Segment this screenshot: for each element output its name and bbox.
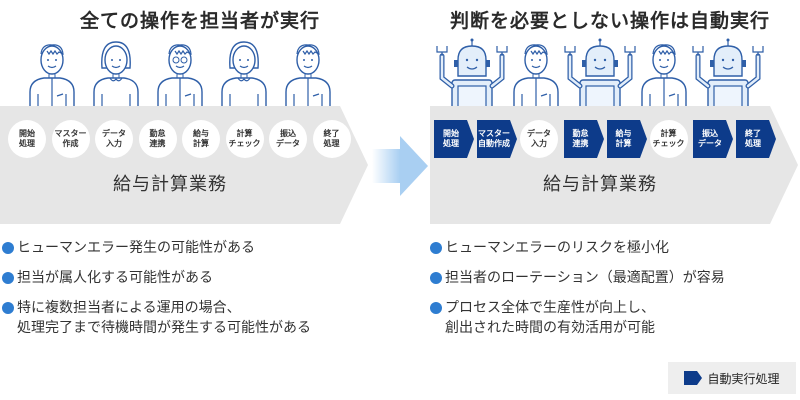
right-band-label: 給与計算業務 (543, 174, 657, 195)
process-step-label: データ 入力 (102, 129, 126, 148)
process-step-label: 振込 データ (698, 129, 722, 148)
process-step-label: 振込 データ (276, 129, 300, 148)
left-process-band: 開始 処理 マスター 作成データ 入力 勤怠 連携 給与 計算 計算 チェック振込 デー… (0, 106, 370, 224)
right-panel-title: 判断を必要としない操作は自動実行 (449, 10, 770, 32)
process-step: 計算 チェック (225, 120, 264, 158)
navy-chevron-icon (684, 371, 703, 385)
process-step-label: 計算 チェック (652, 129, 685, 148)
person-man-icon (641, 44, 687, 108)
process-step: 計算 チェック (649, 120, 688, 158)
process-step: 勤怠 連携 (563, 120, 604, 158)
right-figures (436, 38, 764, 108)
person-woman-icon (93, 41, 139, 108)
process-step: データ 入力 (95, 120, 133, 158)
bullet-dot-icon (430, 242, 442, 254)
bullet-text: 特に複数担当者による運用の場合、 処理完了まで待機時間が発生する可能性がある (17, 300, 311, 336)
process-step-label: 計算 チェック (228, 129, 261, 148)
process-step-label: 給与 計算 (615, 129, 632, 148)
legend: 自動実行処理 (668, 362, 796, 394)
process-step: 終了 処理 (312, 120, 351, 158)
process-step: 開始 処理 (434, 120, 474, 158)
bullet-item: 特に複数担当者による運用の場合、 処理完了まで待機時間が発生する可能性がある (2, 298, 311, 338)
right-bullets: ヒューマンエラーのリスクを極小化担当者のローテーション（最適配置）が容易プロセス… (430, 238, 725, 348)
process-step: 開始 処理 (8, 120, 46, 158)
bullet-item: ヒューマンエラーのリスクを極小化 (430, 238, 725, 258)
bullet-text: プロセス全体で生産性が向上し、 創出された時間の有効活用が可能 (445, 300, 655, 336)
process-step: マスター 自動作成 (477, 120, 517, 158)
person-man-icon (29, 44, 75, 108)
bullet-text: 担当者のローテーション（最適配置）が容易 (445, 270, 725, 286)
process-step: 給与 計算 (182, 120, 220, 158)
transition-arrow-icon (372, 136, 428, 196)
left-bullets: ヒューマンエラー発生の可能性がある担当が属人化する可能性がある特に複数担当者によ… (2, 238, 311, 348)
process-step: 振込 データ (693, 120, 733, 158)
process-step: 振込 データ (269, 120, 307, 158)
bullet-item: 担当が属人化する可能性がある (2, 268, 311, 288)
process-step-label: 終了 処理 (323, 129, 340, 148)
process-step-label: 勤怠 連携 (572, 129, 589, 148)
bullet-dot-icon (2, 302, 14, 314)
bullet-item: ヒューマンエラー発生の可能性がある (2, 238, 311, 258)
process-step-label: 開始 処理 (19, 129, 35, 148)
process-step: 終了 処理 (736, 120, 776, 158)
person-man-icon (513, 44, 559, 108)
process-step: 給与 計算 (606, 120, 647, 158)
left-figures (29, 41, 331, 108)
left-band-label: 給与計算業務 (113, 174, 227, 195)
robot-icon (436, 38, 508, 108)
person-man-glasses-icon (157, 44, 203, 108)
bullet-item: 担当者のローテーション（最適配置）が容易 (430, 268, 725, 288)
bullet-text: 担当が属人化する可能性がある (17, 270, 213, 286)
bullet-text: ヒューマンエラーのリスクを極小化 (445, 240, 669, 256)
bullet-dot-icon (430, 302, 442, 314)
process-step-label: マスター 作成 (54, 129, 87, 148)
process-step: マスター 作成 (51, 120, 90, 158)
process-step-label: 勤怠 連携 (149, 129, 166, 148)
process-step-label: 終了 処理 (745, 129, 761, 148)
bullet-item: プロセス全体で生産性が向上し、 創出された時間の有効活用が可能 (430, 298, 725, 338)
bullet-dot-icon (430, 272, 442, 284)
process-step: データ 入力 (520, 120, 558, 158)
bullet-dot-icon (2, 272, 14, 284)
process-step-label: 開始 処理 (443, 129, 459, 148)
person-woman-icon (221, 41, 267, 108)
process-step-label: 給与 計算 (193, 129, 209, 148)
robot-icon (692, 38, 764, 108)
process-step-label: マスター 自動作成 (478, 129, 510, 148)
right-process-band: 開始 処理 マスター 自動作成データ 入力 勤怠 連携 給与 計算 計算 チェック振込 … (430, 106, 800, 224)
left-panel-title: 全ての操作を担当者が実行 (79, 10, 320, 32)
process-step-label: データ 入力 (527, 129, 551, 148)
bullet-dot-icon (2, 242, 14, 254)
bullet-text: ヒューマンエラー発生の可能性がある (17, 240, 255, 256)
person-man-icon (285, 44, 331, 108)
process-step: 勤怠 連携 (138, 120, 177, 158)
legend-label: 自動実行処理 (707, 371, 780, 386)
robot-icon (564, 38, 636, 108)
